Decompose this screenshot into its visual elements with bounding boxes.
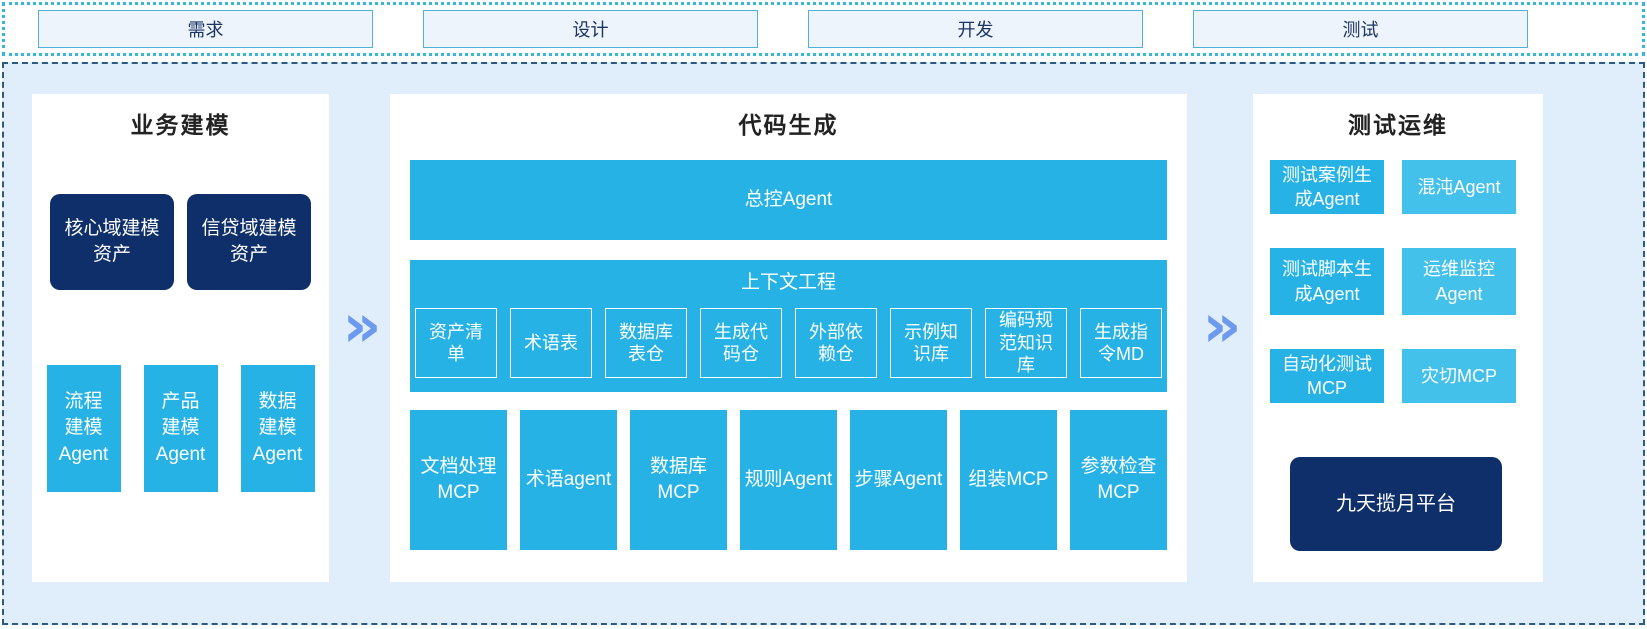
tool-box-assembly-mcp: 组装MCP bbox=[960, 410, 1057, 550]
context-item-generated-code-repo: 生成代码仓 bbox=[700, 308, 782, 378]
context-item-db-table-repo: 数据库表仓 bbox=[605, 308, 687, 378]
context-item-coding-standard-kb: 编码规范知识库 bbox=[985, 308, 1067, 378]
master-agent-bar: 总控Agent bbox=[410, 160, 1167, 240]
flow-arrow-icon: » bbox=[1202, 291, 1242, 361]
context-item-example-kb: 示例知识库 bbox=[890, 308, 972, 378]
agent-box-product-modeling: 产品建模Agent bbox=[143, 365, 218, 492]
context-items-row: 资产清单 术语表 数据库表仓 生成代码仓 外部依赖仓 示例知识库 编码规范知识库… bbox=[410, 308, 1167, 378]
test-box-case-gen-agent: 测试案例生成Agent bbox=[1270, 160, 1384, 214]
test-box-script-gen-agent: 测试脚本生成Agent bbox=[1270, 248, 1384, 315]
context-item-gen-instruction-md: 生成指令MD bbox=[1080, 308, 1162, 378]
context-engineering-box: 上下文工程 资产清单 术语表 数据库表仓 生成代码仓 外部依赖仓 示例知识库 编… bbox=[410, 260, 1167, 392]
asset-box-core-domain: 核心域建模资产 bbox=[50, 194, 174, 290]
agent-box-data-modeling: 数据建模Agent bbox=[240, 365, 315, 492]
platform-box-jiutian-lanyue: 九天揽月平台 bbox=[1290, 457, 1502, 551]
tool-box-terminology-agent: 术语agent bbox=[520, 410, 617, 550]
phase-strip: 需求 设计 开发 测试 bbox=[2, 2, 1645, 56]
tool-box-doc-processing-mcp: 文档处理MCP bbox=[410, 410, 507, 550]
panel-business-modeling: 业务建模 核心域建模资产 信贷域建模资产 流程建模Agent 产品建模Agent… bbox=[32, 94, 329, 582]
tool-box-step-agent: 步骤Agent bbox=[850, 410, 947, 550]
tool-box-param-check-mcp: 参数检查MCP bbox=[1070, 410, 1167, 550]
phase-box-design: 设计 bbox=[423, 10, 758, 48]
context-item-external-deps-repo: 外部依赖仓 bbox=[795, 308, 877, 378]
phase-box-requirements: 需求 bbox=[38, 10, 373, 48]
test-ops-grid: 测试案例生成Agent 混沌Agent 测试脚本生成Agent 运维监控Agen… bbox=[1270, 160, 1516, 403]
tool-row: 文档处理MCP 术语agent 数据库MCP 规则Agent 步骤Agent 组… bbox=[410, 410, 1167, 550]
panel-test-ops: 测试运维 测试案例生成Agent 混沌Agent 测试脚本生成Agent 运维监… bbox=[1253, 94, 1543, 582]
panel-title-test-ops: 测试运维 bbox=[1348, 112, 1448, 138]
agent-row: 流程建模Agent 产品建模Agent 数据建模Agent bbox=[32, 365, 329, 492]
tool-box-rule-agent: 规则Agent bbox=[740, 410, 837, 550]
panel-title-code-generation: 代码生成 bbox=[738, 112, 839, 138]
panel-code-generation: 代码生成 总控Agent 上下文工程 资产清单 术语表 数据库表仓 生成代码仓 … bbox=[390, 94, 1187, 582]
phase-box-testing: 测试 bbox=[1193, 10, 1528, 48]
flow-arrow-icon: » bbox=[342, 291, 382, 361]
main-container: 业务建模 核心域建模资产 信贷域建模资产 流程建模Agent 产品建模Agent… bbox=[2, 62, 1645, 625]
test-box-disaster-switch-mcp: 灾切MCP bbox=[1402, 349, 1516, 403]
context-item-glossary: 术语表 bbox=[510, 308, 592, 378]
test-box-auto-test-mcp: 自动化测试MCP bbox=[1270, 349, 1384, 403]
context-item-asset-list: 资产清单 bbox=[415, 308, 497, 378]
tool-box-database-mcp: 数据库MCP bbox=[630, 410, 727, 550]
panel-title-business-modeling: 业务建模 bbox=[130, 112, 231, 138]
asset-row: 核心域建模资产 信贷域建模资产 bbox=[32, 194, 329, 290]
context-engineering-title: 上下文工程 bbox=[740, 272, 836, 293]
test-box-ops-monitor-agent: 运维监控Agent bbox=[1402, 248, 1516, 315]
asset-box-credit-domain: 信贷域建模资产 bbox=[187, 194, 311, 290]
phase-box-development: 开发 bbox=[808, 10, 1143, 48]
test-box-chaos-agent: 混沌Agent bbox=[1402, 160, 1516, 214]
agent-box-process-modeling: 流程建模Agent bbox=[46, 365, 121, 492]
